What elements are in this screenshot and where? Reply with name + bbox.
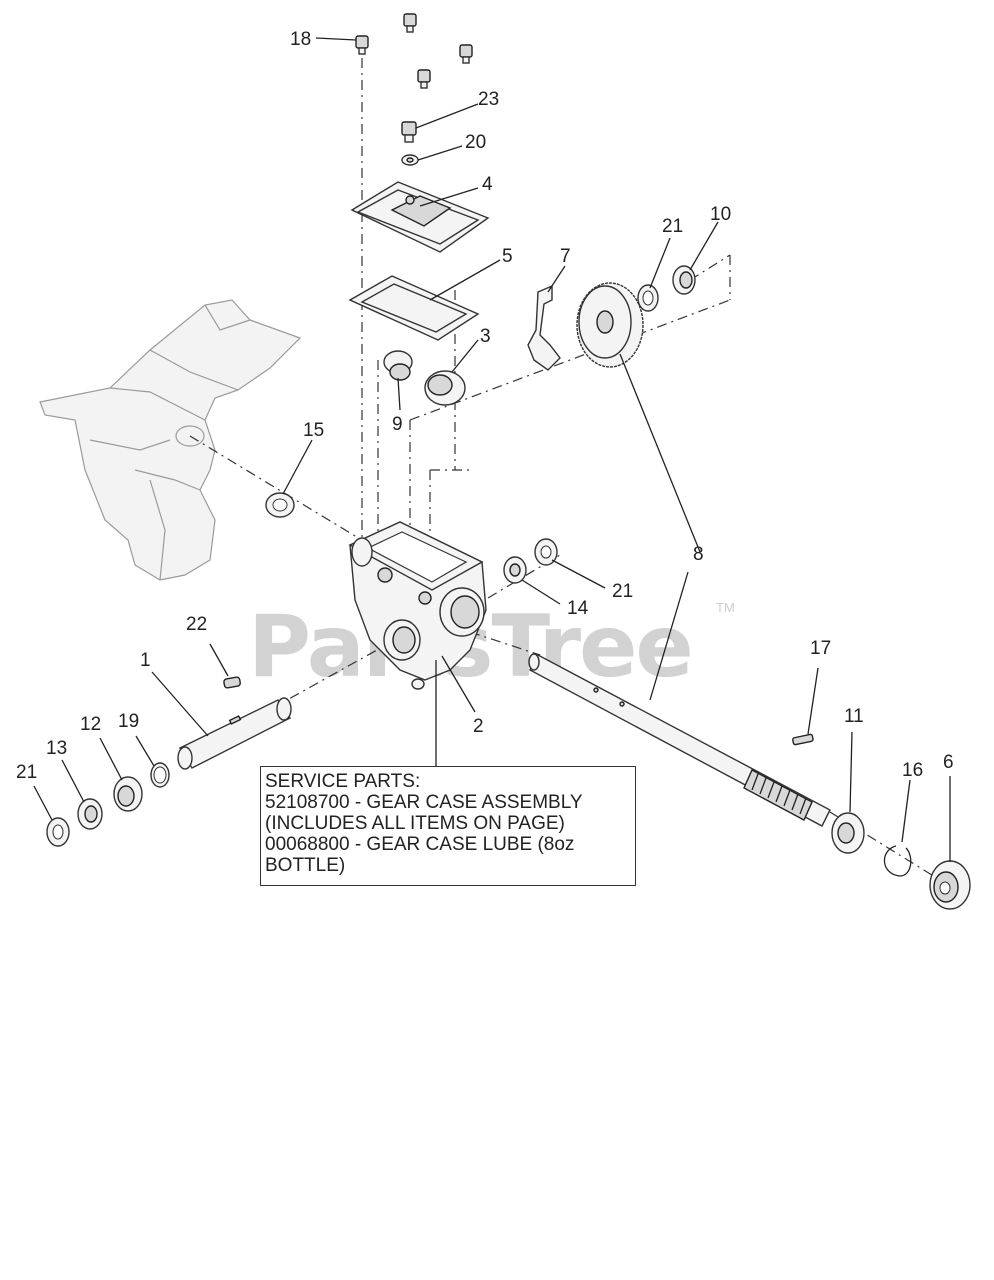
callout-9: 9	[392, 414, 403, 435]
callout-22: 22	[186, 614, 207, 635]
callout-6: 6	[943, 752, 954, 773]
callout-5: 5	[502, 246, 513, 267]
bolt-icon	[417, 69, 431, 89]
bearing-3-icon	[424, 370, 466, 406]
bolt-icon	[403, 13, 417, 33]
bushing-14-icon	[503, 556, 527, 584]
bracket-7-icon	[527, 284, 561, 371]
washer-21-icon	[534, 538, 558, 566]
gear-8-icon	[576, 282, 644, 368]
callout-12: 12	[80, 714, 101, 735]
service-part-line: (INCLUDES ALL ITEMS ON PAGE)	[265, 813, 565, 834]
callout-21-case: 21	[612, 581, 633, 602]
snap-ring-16-icon	[883, 845, 912, 877]
callout-16: 16	[902, 760, 923, 781]
callout-21-gear: 21	[662, 216, 683, 237]
callout-3: 3	[480, 326, 491, 347]
bolt-23-icon	[401, 121, 417, 143]
bushing-13-icon	[77, 798, 103, 830]
shaft-1-icon	[177, 697, 292, 770]
washer-21-icon	[46, 817, 70, 847]
cap-6-icon	[929, 860, 971, 910]
bolts	[355, 13, 473, 166]
service-part-line: BOTTLE)	[265, 855, 346, 876]
callout-2: 2	[473, 716, 484, 737]
cover-4-icon	[350, 181, 490, 253]
bolt-18-icon	[355, 35, 369, 55]
gasket-5-icon	[348, 275, 480, 341]
callout-18: 18	[290, 29, 311, 50]
service-parts-title: SERVICE PARTS:	[265, 771, 421, 792]
bearing-12-icon	[113, 776, 143, 812]
collar-11-icon	[831, 812, 865, 854]
washer-20-icon	[401, 154, 419, 166]
watermark-tm: TM	[716, 600, 735, 615]
bolt-icon	[459, 44, 473, 64]
key-22-icon	[223, 676, 241, 689]
washer-21-icon	[637, 284, 659, 312]
worm-shaft-icon	[528, 653, 831, 827]
callout-11: 11	[844, 706, 864, 727]
ring-19-icon	[150, 762, 170, 788]
gear-case-2-icon	[348, 521, 487, 690]
service-parts-box: SERVICE PARTS: 52108700 - GEAR CASE ASSE…	[260, 766, 636, 886]
callout-8: 8	[693, 544, 704, 565]
callout-leaders	[33, 37, 951, 862]
service-part-line: 52108700 - GEAR CASE ASSEMBLY	[265, 792, 583, 813]
bushing-9-icon	[383, 350, 413, 381]
pin-17-icon	[792, 733, 814, 746]
callout-7: 7	[560, 246, 571, 267]
service-part-line: 00068800 - GEAR CASE LUBE (8oz	[265, 834, 575, 855]
callout-4: 4	[482, 174, 493, 195]
washer-15-icon	[265, 492, 295, 518]
assembly-lines	[189, 58, 941, 881]
bushing-10-icon	[672, 265, 696, 295]
auger-housing-outline	[39, 299, 302, 581]
callout-20: 20	[465, 132, 486, 153]
callout-10: 10	[710, 204, 731, 225]
callout-19: 19	[118, 711, 139, 732]
callout-14: 14	[567, 598, 589, 619]
callout-13: 13	[46, 738, 67, 759]
callout-15: 15	[303, 420, 324, 441]
callout-17: 17	[810, 638, 831, 659]
callout-1: 1	[140, 650, 151, 671]
callout-21-shaft: 21	[16, 762, 37, 783]
callout-23: 23	[478, 89, 499, 110]
callout-labels: 18 23 20 4 5 7 3 9 21 10 15 8 21 14 2 22…	[16, 29, 954, 783]
